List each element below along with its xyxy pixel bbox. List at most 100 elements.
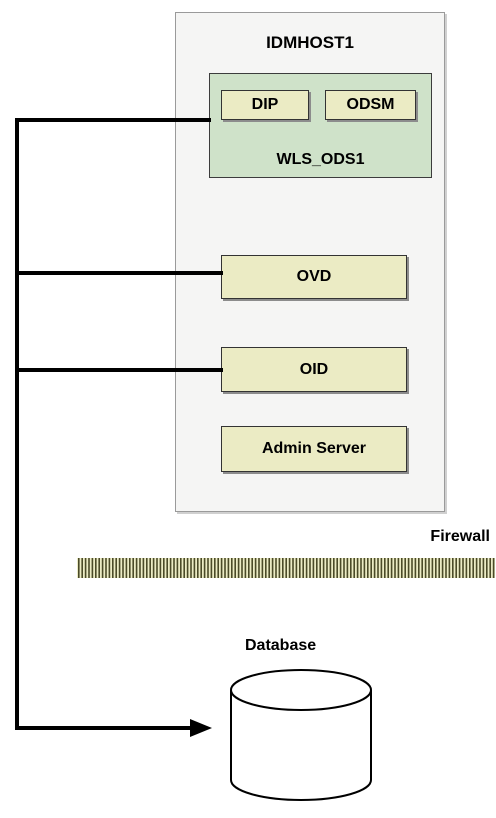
firewall-stripe xyxy=(282,558,284,578)
firewall-stripe xyxy=(258,558,260,578)
firewall-stripe xyxy=(486,558,488,578)
firewall-stripe xyxy=(159,558,162,578)
firewall-stripe xyxy=(84,558,87,578)
firewall-stripe xyxy=(81,558,83,578)
firewall-stripe xyxy=(339,558,342,578)
firewall-stripe xyxy=(122,558,124,578)
firewall-stripe xyxy=(149,558,151,578)
firewall-stripe xyxy=(455,558,457,578)
firewall-stripe xyxy=(319,558,321,578)
firewall-stripe xyxy=(118,558,121,578)
firewall-stripe xyxy=(309,558,311,578)
firewall-stripe xyxy=(88,558,90,578)
firewall-stripe xyxy=(132,558,134,578)
firewall-stripe xyxy=(271,558,274,578)
firewall-stripe xyxy=(288,558,291,578)
firewall-stripe xyxy=(295,558,298,578)
firewall-stripe xyxy=(129,558,131,578)
firewall-stripe xyxy=(108,558,111,578)
firewall-stripe xyxy=(139,558,141,578)
firewall-stripe xyxy=(210,558,213,578)
firewall-stripe xyxy=(424,558,427,578)
firewall-stripe xyxy=(261,558,264,578)
firewall-stripe xyxy=(390,558,393,578)
firewall-stripe xyxy=(431,558,434,578)
firewall-stripe xyxy=(156,558,158,578)
firewall-label: Firewall xyxy=(430,528,490,545)
firewall-stripe xyxy=(186,558,189,578)
firewall-stripe xyxy=(438,558,440,578)
firewall-stripe xyxy=(458,558,461,578)
firewall-stripe xyxy=(465,558,468,578)
firewall-stripe xyxy=(356,558,359,578)
wls-cluster-label: WLS_ODS1 xyxy=(276,151,365,168)
oid-label: OID xyxy=(299,360,329,378)
firewall-stripe xyxy=(360,558,362,578)
firewall-stripe xyxy=(302,558,304,578)
firewall-stripe xyxy=(418,558,420,578)
firewall-stripe xyxy=(350,558,352,578)
firewall-stripe xyxy=(299,558,301,578)
firewall-stripe xyxy=(462,558,464,578)
firewall-stripe xyxy=(305,558,308,578)
firewall-stripe xyxy=(329,558,332,578)
firewall-stripe xyxy=(322,558,325,578)
firewall-stripe xyxy=(275,558,277,578)
firewall-stripe xyxy=(401,558,403,578)
ovd-label: OVD xyxy=(296,268,332,285)
firewall-stripe xyxy=(237,558,240,578)
firewall-stripe xyxy=(169,558,172,578)
firewall-stripe xyxy=(492,558,495,578)
firewall-stripe xyxy=(363,558,366,578)
firewall-stripe xyxy=(452,558,454,578)
firewall-stripe xyxy=(217,558,219,578)
oid-box: OID xyxy=(221,347,407,392)
firewall-stripe xyxy=(254,558,257,578)
firewall-stripe xyxy=(278,558,281,578)
firewall-stripe xyxy=(472,558,474,578)
firewall-stripe xyxy=(346,558,349,578)
firewall-stripe xyxy=(377,558,379,578)
firewall-stripe xyxy=(414,558,417,578)
firewall-stripe xyxy=(197,558,199,578)
firewall-stripe xyxy=(489,558,491,578)
firewall-stripe xyxy=(200,558,202,578)
host-title: IDMHOST1 xyxy=(266,33,354,52)
arrowhead xyxy=(190,719,212,737)
firewall-stripe xyxy=(384,558,386,578)
firewall-stripe xyxy=(193,558,196,578)
firewall-stripe xyxy=(421,558,423,578)
firewall-stripe xyxy=(265,558,267,578)
firewall-stripe xyxy=(91,558,94,578)
ovd-box: OVD xyxy=(221,255,407,299)
firewall-stripe xyxy=(268,558,270,578)
firewall-stripe xyxy=(475,558,478,578)
firewall-stripe xyxy=(312,558,315,578)
firewall-stripe xyxy=(469,558,471,578)
firewall-stripe xyxy=(333,558,335,578)
firewall-stripe xyxy=(176,558,179,578)
firewall-stripe xyxy=(112,558,114,578)
firewall-stripe xyxy=(173,558,175,578)
firewall-stripe xyxy=(244,558,247,578)
firewall-stripe xyxy=(115,558,117,578)
firewall-stripe xyxy=(479,558,481,578)
firewall-stripe xyxy=(404,558,406,578)
firewall-stripe xyxy=(445,558,447,578)
odsm-box: ODSM xyxy=(325,90,416,120)
firewall-stripe xyxy=(234,558,236,578)
firewall-stripe xyxy=(370,558,372,578)
firewall-stripe xyxy=(394,558,396,578)
firewall-stripe xyxy=(380,558,383,578)
firewall-stripe xyxy=(411,558,413,578)
firewall-stripe xyxy=(166,558,168,578)
firewall-stripe xyxy=(353,558,355,578)
firewall-stripe xyxy=(135,558,138,578)
admin-server-box: Admin Server xyxy=(221,426,407,472)
firewall-stripe xyxy=(251,558,253,578)
firewall-stripe xyxy=(326,558,328,578)
firewall-stripe xyxy=(220,558,223,578)
database-cylinder xyxy=(230,669,372,801)
firewall-stripe xyxy=(316,558,318,578)
firewall-stripe xyxy=(105,558,107,578)
